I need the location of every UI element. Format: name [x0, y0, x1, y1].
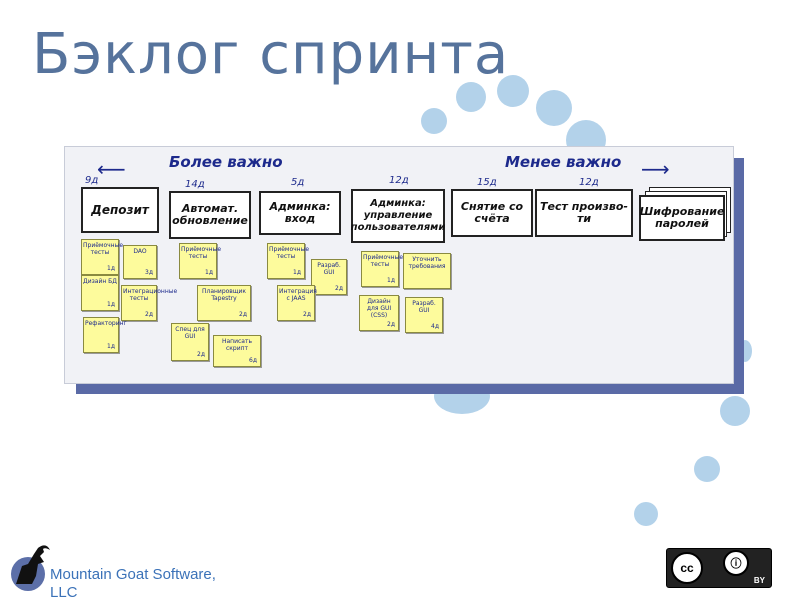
- story-card: Автомат. обновление: [169, 191, 251, 239]
- by-label: BY: [753, 576, 765, 585]
- decor-dot: [497, 75, 529, 107]
- decor-dot: [720, 396, 750, 426]
- story-card: Админка: управление пользователями: [351, 189, 445, 243]
- right-arrow-icon: ⟶: [641, 157, 670, 181]
- decor-dot: [634, 502, 658, 526]
- story-card: Депозит: [81, 187, 159, 233]
- more-important-label: Более важно: [169, 153, 283, 171]
- story-estimate: 5д: [291, 177, 305, 188]
- decor-dot: [456, 82, 486, 112]
- story-estimate: 9д: [85, 175, 99, 186]
- left-arrow-icon: ⟵: [97, 157, 126, 181]
- less-important-label: Менее важно: [505, 153, 622, 171]
- decor-dot: [421, 108, 447, 134]
- story-card: Админка: вход: [259, 191, 341, 235]
- decor-dot: [694, 456, 720, 482]
- story-card: Снятие со счёта: [451, 189, 533, 237]
- story-card: Шифрование паролей: [639, 195, 725, 241]
- story-estimate: 12д: [579, 177, 599, 188]
- cc-icon: cc: [671, 552, 703, 584]
- task-note: Дизайн для GUI (CSS)2д: [359, 295, 399, 331]
- story-estimate: 15д: [477, 177, 497, 188]
- story-estimate: 14д: [185, 179, 205, 190]
- taskboard: ⟵ Более важно Менее важно ⟶ 9д 14д 5д 12…: [64, 146, 734, 384]
- company-name: Mountain Goat Software, LLC: [50, 566, 216, 601]
- decor-dot: [536, 90, 572, 126]
- cc-by-license-badge[interactable]: cc ⓘ BY: [666, 548, 772, 588]
- attribution-icon: ⓘ: [723, 550, 749, 576]
- page-title: Бэклог спринта: [32, 22, 510, 87]
- story-estimate: 12д: [389, 175, 409, 186]
- goat-logo-icon: [8, 540, 52, 597]
- story-card: Тест произво-ти: [535, 189, 633, 237]
- task-note: Уточнить требования: [403, 253, 451, 289]
